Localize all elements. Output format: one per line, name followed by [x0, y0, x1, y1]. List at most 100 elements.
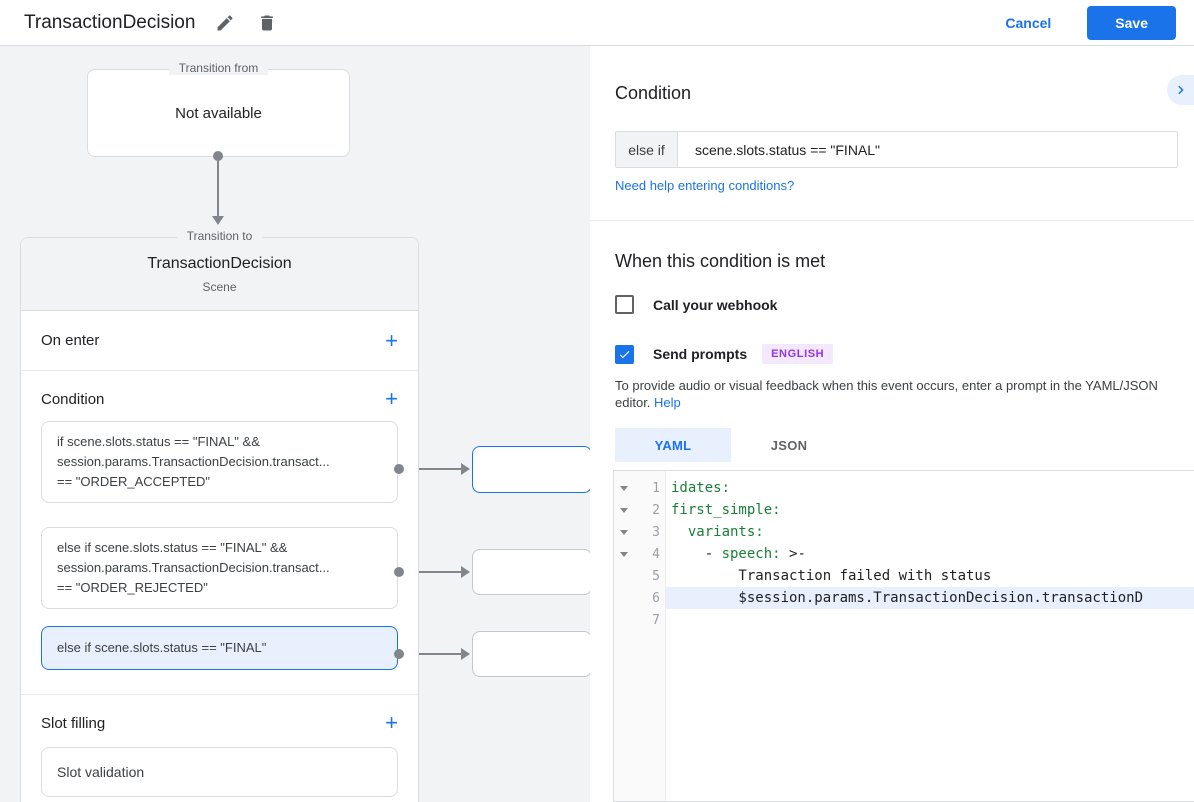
- call-webhook-checkbox[interactable]: [615, 295, 634, 314]
- chevron-right-icon: [1177, 85, 1184, 95]
- slot-validation-card[interactable]: Slot validation: [41, 747, 398, 797]
- transition-to-legend: Transition to: [176, 229, 263, 243]
- fold-arrow-icon[interactable]: [620, 551, 628, 557]
- delete-scene-button[interactable]: [255, 11, 279, 35]
- webhook-row: Call your webhook: [615, 295, 777, 314]
- send-prompts-checkbox[interactable]: [615, 344, 634, 364]
- add-slot-button[interactable]: +: [385, 710, 398, 735]
- condition-line: == "ORDER_REJECTED": [57, 580, 208, 595]
- arrow-right-icon: [461, 566, 470, 578]
- yaml-plain: -: [671, 546, 722, 562]
- flow-canvas: Transition from Not available Transition…: [0, 46, 592, 802]
- description-text: To provide audio or visual feedback when…: [615, 378, 1158, 410]
- yaml-key: first_simple:: [671, 502, 781, 518]
- yaml-key: idates:: [671, 480, 731, 496]
- connector-dot: [213, 151, 223, 161]
- condition-editor-panel: Condition else if scene.slots.status == …: [590, 46, 1194, 802]
- transition-to-card: Transition to TransactionDecision Scene …: [20, 229, 419, 802]
- code-line-6-highlighted: 6 $session.params.TransactionDecision.tr…: [614, 587, 1194, 609]
- when-condition-met-title: When this condition is met: [615, 251, 826, 271]
- line-number: 3: [652, 524, 660, 540]
- slot-filling-header: Slot filling +: [21, 695, 418, 739]
- code-line-7: 7: [614, 609, 1194, 631]
- condition-line: else if scene.slots.status == "FINAL": [57, 640, 267, 655]
- transition-target-node-1[interactable]: [472, 446, 592, 493]
- code-line-3: 3 variants:: [614, 521, 1194, 543]
- edit-title-button[interactable]: [213, 11, 237, 35]
- transition-from-content: Not available: [175, 104, 262, 122]
- connector-line: [399, 571, 462, 573]
- transition-target-node-3[interactable]: [472, 631, 592, 677]
- yaml-text: Transaction failed with status: [671, 568, 992, 584]
- condition-card-2[interactable]: else if scene.slots.status == "FINAL" &&…: [41, 527, 398, 609]
- yaml-key: variants:: [671, 524, 764, 540]
- condition-prefix: else if: [616, 132, 678, 167]
- on-enter-label: On enter: [41, 332, 100, 349]
- scene-type-label: Scene: [202, 280, 237, 294]
- arrow-right-icon: [461, 463, 470, 475]
- trash-icon: [261, 15, 274, 30]
- line-number: 7: [652, 612, 660, 628]
- panel-title: Condition: [615, 83, 692, 103]
- transition-from-box: Transition from Not available: [87, 61, 350, 157]
- slot-filling-label: Slot filling: [41, 714, 106, 732]
- yaml-code-editor[interactable]: 1 idates: 2 first_simple: 3 variants: 4 …: [613, 470, 1194, 802]
- top-bar: TransactionDecision Cancel Save: [0, 0, 1194, 46]
- send-prompts-row: Send prompts ENGLISH: [615, 344, 834, 364]
- fold-arrow-icon[interactable]: [620, 529, 628, 535]
- fold-arrow-icon[interactable]: [620, 485, 628, 491]
- line-number: 2: [652, 502, 660, 518]
- send-prompts-label: Send prompts: [653, 346, 748, 362]
- collapse-panel-button[interactable]: [1167, 75, 1194, 105]
- connector-line: [399, 653, 462, 655]
- condition-line: session.params.TransactionDecision.trans…: [57, 560, 330, 575]
- tab-yaml[interactable]: YAML: [615, 428, 731, 462]
- condition-help-link[interactable]: Need help entering conditions?: [615, 178, 795, 193]
- connector-line: [217, 160, 219, 217]
- scene-name: TransactionDecision: [147, 255, 292, 272]
- scene-card-header: TransactionDecision Scene: [21, 238, 418, 311]
- language-badge: ENGLISH: [762, 344, 834, 364]
- add-on-enter-button[interactable]: +: [385, 327, 398, 353]
- on-enter-section: On enter +: [21, 311, 418, 371]
- arrow-down-icon: [212, 216, 224, 225]
- fold-arrow-icon[interactable]: [620, 507, 628, 513]
- topbar-actions: Cancel Save: [987, 5, 1176, 40]
- save-button[interactable]: Save: [1087, 5, 1176, 40]
- code-line-2: 2 first_simple:: [614, 499, 1194, 521]
- code-line-4: 4 - speech: >-: [614, 543, 1194, 565]
- cancel-button[interactable]: Cancel: [1005, 14, 1052, 31]
- condition-card-1[interactable]: if scene.slots.status == "FINAL" && sess…: [41, 421, 398, 503]
- checkmark-icon: [619, 350, 630, 358]
- connector-dot: [394, 567, 404, 577]
- condition-section-header: Condition +: [21, 371, 418, 415]
- line-number: 1: [652, 480, 660, 496]
- line-number: 5: [652, 568, 660, 584]
- connector-dot: [394, 649, 404, 659]
- line-number: 6: [652, 590, 660, 606]
- yaml-plain: >-: [780, 546, 806, 562]
- line-number: 4: [652, 546, 660, 562]
- condition-line: session.params.TransactionDecision.trans…: [57, 454, 330, 469]
- condition-line: == "ORDER_ACCEPTED": [57, 474, 210, 489]
- code-line-1: 1 idates:: [614, 477, 1194, 499]
- connector-dot: [394, 464, 404, 474]
- condition-line: if scene.slots.status == "FINAL" &&: [57, 434, 260, 449]
- editor-tabs: YAML JSON: [615, 428, 847, 462]
- add-condition-button[interactable]: +: [385, 386, 398, 411]
- prompt-description: To provide audio or visual feedback when…: [615, 377, 1173, 411]
- condition-expression-input[interactable]: scene.slots.status == "FINAL": [695, 141, 881, 158]
- code-line-5: 5 Transaction failed with status: [614, 565, 1194, 587]
- condition-expression-field: else if scene.slots.status == "FINAL": [615, 131, 1178, 168]
- connector-line: [399, 468, 462, 470]
- transition-target-node-2[interactable]: [472, 549, 592, 595]
- help-link[interactable]: Help: [654, 395, 681, 410]
- pencil-icon: [217, 14, 233, 30]
- yaml-key: speech:: [721, 546, 781, 562]
- condition-label: Condition: [41, 390, 105, 408]
- panel-divider: [590, 220, 1194, 221]
- call-webhook-label: Call your webhook: [653, 296, 778, 313]
- tab-json[interactable]: JSON: [770, 437, 808, 453]
- condition-card-3-selected[interactable]: else if scene.slots.status == "FINAL": [41, 626, 398, 670]
